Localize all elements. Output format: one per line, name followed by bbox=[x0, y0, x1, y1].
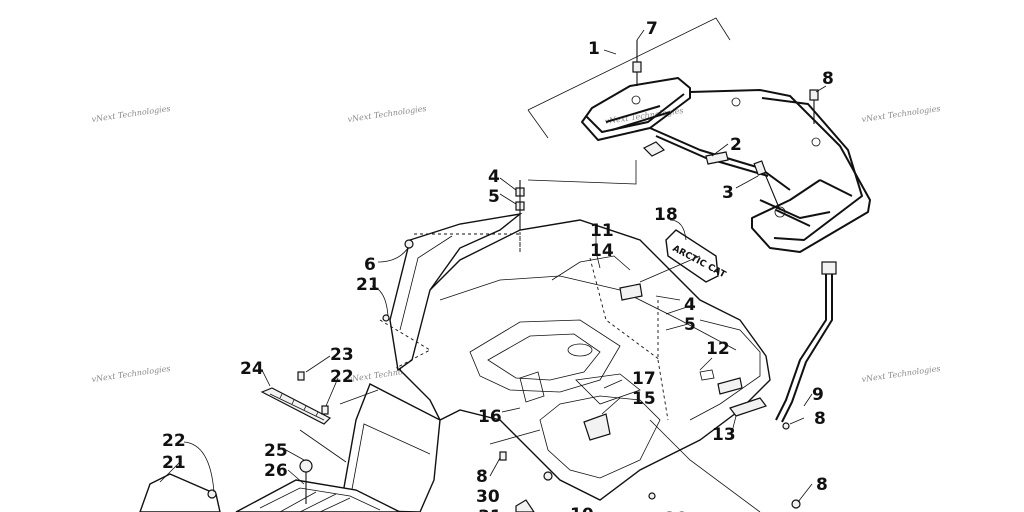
rear-fender bbox=[399, 219, 771, 501]
callout-24: 24 bbox=[240, 359, 264, 379]
callout-labels: 1 7 8 2 3 4 5 18 11 14 6 21 4 5 12 23 24… bbox=[162, 19, 834, 512]
decal-18: ARCTIC CAT bbox=[665, 229, 728, 283]
left-fender-panel bbox=[389, 212, 523, 372]
callout-10: 10 bbox=[570, 505, 594, 512]
callout-4: 4 bbox=[684, 295, 696, 315]
callout-6: 6 bbox=[364, 255, 376, 275]
callout-22: 22 bbox=[330, 367, 354, 387]
rear-rack bbox=[581, 77, 871, 253]
watermark: vNext Technologies bbox=[347, 104, 427, 124]
callout-1: 1 bbox=[588, 39, 600, 59]
callout-15: 15 bbox=[632, 389, 656, 409]
callout-21: 21 bbox=[356, 275, 380, 295]
callout-14: 14 bbox=[590, 241, 614, 261]
assembly-bracket-rack bbox=[527, 17, 731, 139]
callout-23: 23 bbox=[330, 345, 354, 365]
callout-5: 5 bbox=[488, 187, 500, 207]
watermark: vNext Technologies bbox=[861, 364, 941, 384]
callout-31: 31 bbox=[478, 507, 502, 512]
callout-11: 11 bbox=[590, 221, 614, 241]
callout-20: 20 bbox=[664, 509, 688, 512]
callout-8: 8 bbox=[814, 409, 826, 429]
callout-2: 2 bbox=[730, 135, 742, 155]
callout-30: 30 bbox=[476, 487, 500, 507]
guide-lines bbox=[299, 232, 761, 512]
callout-12: 12 bbox=[706, 339, 730, 359]
leader-lines bbox=[159, 29, 827, 503]
callout-21: 21 bbox=[162, 453, 186, 473]
callout-26: 26 bbox=[264, 461, 288, 481]
callout-16: 16 bbox=[478, 407, 502, 427]
callout-18: 18 bbox=[654, 205, 678, 225]
callout-5: 5 bbox=[684, 315, 696, 335]
callout-8: 8 bbox=[816, 475, 828, 495]
callout-25: 25 bbox=[264, 441, 288, 461]
watermark: vNext Technologies bbox=[861, 104, 941, 124]
support-arm bbox=[775, 261, 837, 423]
callout-9: 9 bbox=[812, 385, 824, 405]
deflector bbox=[260, 387, 332, 425]
callout-3: 3 bbox=[722, 183, 734, 203]
rack-hardware bbox=[515, 40, 819, 232]
callout-8: 8 bbox=[822, 69, 834, 89]
floorboard bbox=[139, 383, 441, 512]
small-hardware bbox=[207, 239, 801, 512]
callout-22: 22 bbox=[162, 431, 186, 451]
callout-7: 7 bbox=[646, 19, 658, 39]
watermark: vNext Technologies bbox=[91, 364, 171, 384]
callout-4: 4 bbox=[488, 167, 500, 187]
watermark: vNext Technologies bbox=[91, 104, 171, 124]
callout-13: 13 bbox=[712, 425, 736, 445]
callout-17: 17 bbox=[632, 369, 656, 389]
callout-8: 8 bbox=[476, 467, 488, 487]
